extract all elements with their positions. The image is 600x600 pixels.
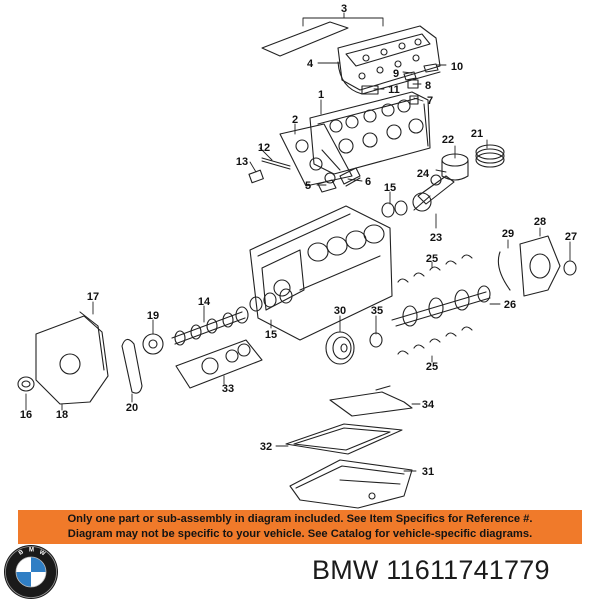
callout-17: 17	[87, 291, 99, 303]
timing-cover-part	[35, 311, 109, 405]
callout-25a: 25	[426, 253, 438, 265]
callout-28: 28	[534, 216, 546, 228]
cam-bearing-upper	[381, 200, 408, 218]
callout-32: 32	[260, 441, 272, 453]
callout-31: 31	[422, 466, 434, 478]
callout-9: 9	[393, 68, 399, 80]
callout-29: 29	[502, 228, 514, 240]
callout-30: 30	[334, 305, 346, 317]
bmw-logo-icon: B M W	[4, 545, 58, 599]
callout-27: 27	[565, 231, 577, 243]
piston-assembly-part	[412, 144, 505, 212]
valve-cover-part	[261, 21, 441, 95]
callout-21: 21	[471, 128, 483, 140]
callout-15b: 15	[265, 329, 277, 341]
harmonic-balancer-part	[325, 331, 355, 365]
callout-35: 35	[371, 305, 383, 317]
svg-text:M: M	[29, 548, 34, 554]
head-bolt-part	[248, 157, 291, 184]
camshaft-part	[171, 306, 249, 346]
oil-pan-gasket-part	[285, 423, 403, 455]
callout-16: 16	[20, 409, 32, 421]
brand-name: BMW	[312, 555, 379, 585]
callout-24: 24	[417, 168, 430, 180]
head-gasket-part	[279, 123, 353, 187]
rear-seal-housing-part	[497, 235, 577, 297]
callout-3: 3	[341, 3, 347, 15]
svg-text:B: B	[18, 549, 25, 557]
callout-12: 12	[258, 142, 270, 154]
disclaimer-banner: Only one part or sub-assembly in diagram…	[18, 510, 582, 544]
callout-20: 20	[126, 402, 138, 414]
brand-part-number: BMW 11611741779	[312, 555, 550, 586]
disclaimer-line-1: Only one part or sub-assembly in diagram…	[67, 513, 533, 525]
callout-2: 2	[292, 114, 298, 126]
callout-leader-lines	[25, 12, 571, 472]
cam-bearing-lower	[249, 288, 293, 312]
callout-23: 23	[430, 232, 442, 244]
callout-11: 11	[388, 84, 400, 96]
callout-1: 1	[318, 89, 324, 101]
disclaimer-line-2: Diagram may not be specific to your vehi…	[67, 528, 533, 540]
callout-19: 19	[147, 310, 159, 322]
callout-13: 13	[236, 156, 248, 168]
windage-tray-part	[329, 385, 413, 417]
part-number: 11611741779	[386, 555, 550, 585]
svg-text:W: W	[38, 549, 46, 557]
callout-8: 8	[425, 80, 431, 92]
oil-pan-part	[289, 459, 413, 509]
callout-26: 26	[504, 299, 516, 311]
callout-34: 34	[422, 399, 435, 411]
callout-14: 14	[198, 296, 211, 308]
crankshaft-part	[391, 285, 491, 327]
main-bearings-part	[397, 254, 473, 355]
timing-chain-part	[121, 338, 143, 394]
callout-6: 6	[365, 176, 371, 188]
callout-33: 33	[222, 383, 234, 395]
callout-7: 7	[427, 95, 433, 107]
cam-sprocket-part	[142, 333, 164, 355]
front-seal-part	[17, 376, 35, 392]
callout-25b: 25	[426, 361, 438, 373]
callout-15a: 15	[384, 182, 396, 194]
callout-22: 22	[442, 134, 454, 146]
callout-4: 4	[307, 58, 314, 70]
thrust-plate-part	[175, 339, 263, 389]
rocker-arm-part	[317, 167, 361, 193]
crank-sprocket-part	[369, 332, 383, 348]
callout-18: 18	[56, 409, 68, 421]
cylinder-head-part	[309, 91, 431, 175]
callout-5: 5	[305, 180, 311, 192]
callout-10: 10	[451, 61, 463, 73]
